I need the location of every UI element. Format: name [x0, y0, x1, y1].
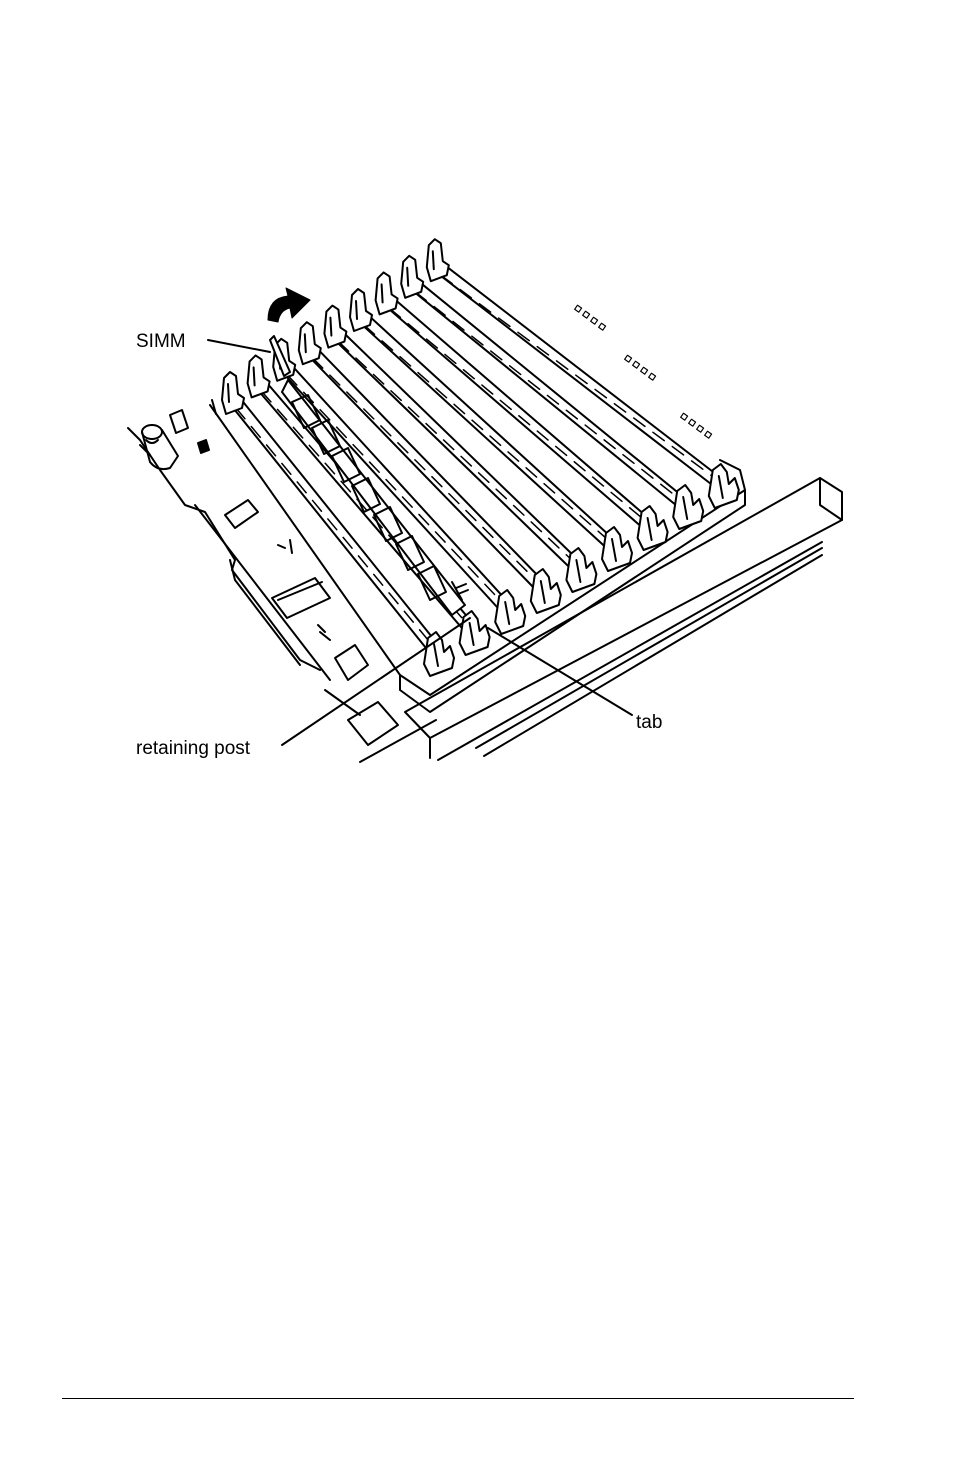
simm-socket [222, 372, 454, 676]
simm-socket [401, 256, 703, 529]
tab-label: tab [636, 713, 662, 732]
retaining-post-label: retaining post [136, 739, 250, 758]
socket-tray [210, 405, 745, 712]
capacitor [142, 425, 178, 469]
footer-rule [62, 1398, 854, 1399]
simm-socket [427, 239, 739, 508]
curved-arrow-icon [268, 288, 310, 322]
simm-leader-line [208, 340, 270, 352]
simm-label: SIMM [136, 332, 186, 351]
